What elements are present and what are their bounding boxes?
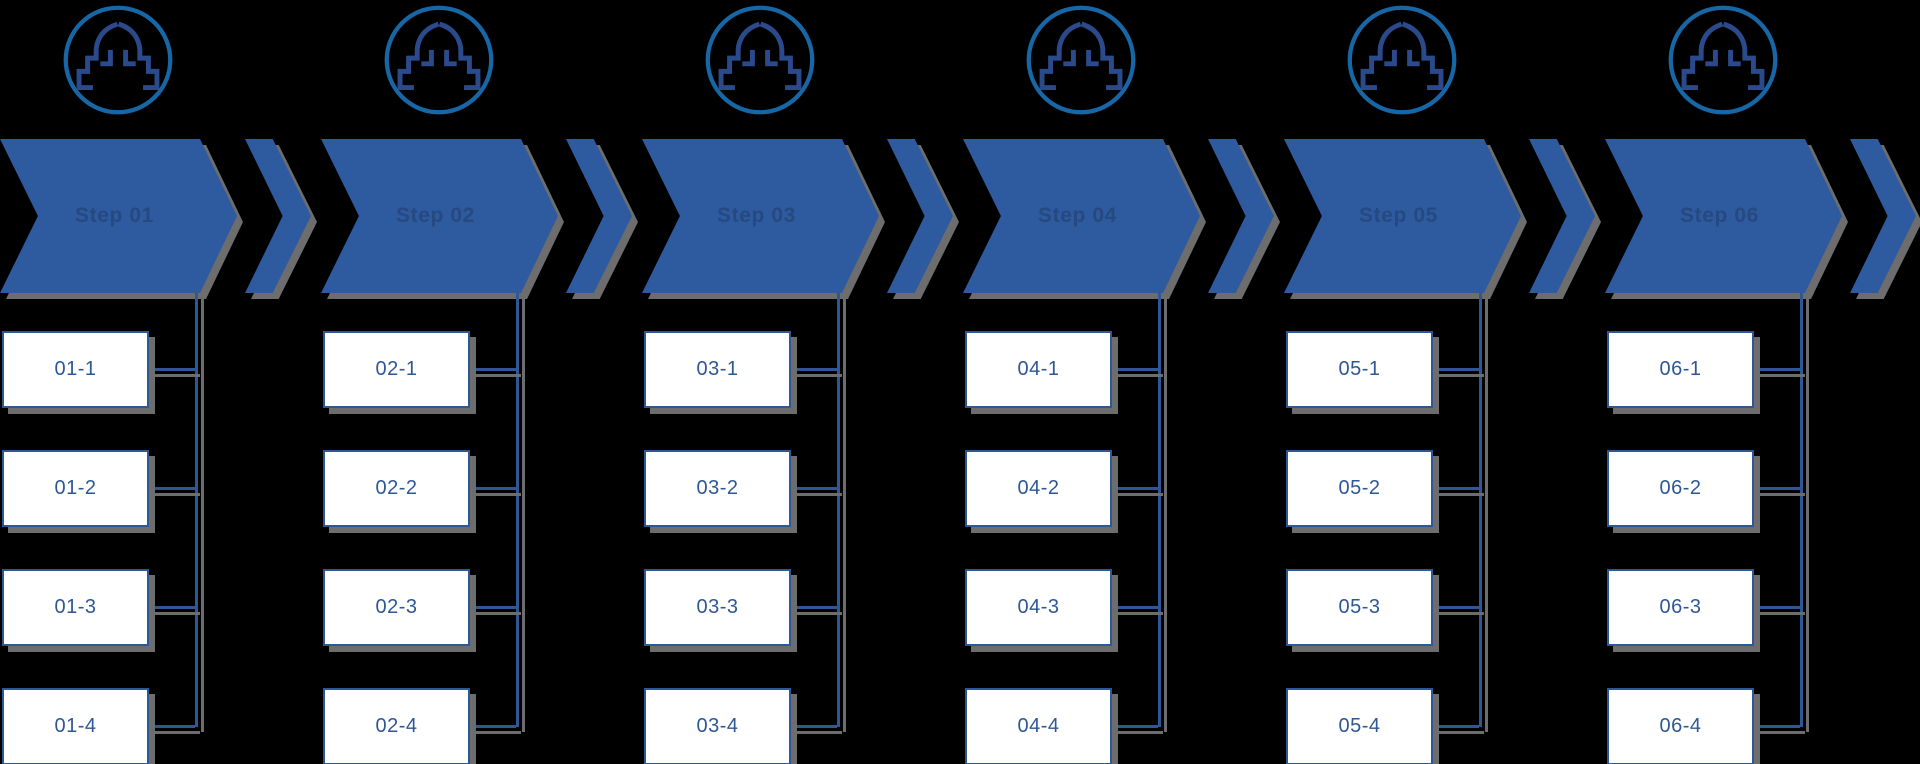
double-chevron-separator: [1850, 139, 1916, 293]
process-step-group: Step 01 01-1 01-2 01-3 01-4: [0, 0, 321, 764]
sub-step-box: 02-3: [323, 569, 470, 646]
connector-horizontal-line: [149, 725, 195, 728]
step-chevron: Step 04: [963, 139, 1200, 293]
connector-horizontal-line: [1433, 487, 1479, 490]
connector-horizontal-line: [1754, 725, 1800, 728]
connector-horizontal-line: [1754, 368, 1800, 371]
sub-step-box: 06-4: [1607, 688, 1754, 764]
connector-horizontal-line: [149, 606, 195, 609]
split-stairs-icon: [63, 5, 173, 115]
connector-vertical-line: [1158, 293, 1161, 727]
connector-horizontal-line: [470, 368, 516, 371]
process-step-group: Step 05 05-1 05-2 05-3 05-4: [1284, 0, 1605, 764]
step-icon-badge: [1345, 3, 1459, 117]
connector-horizontal-line: [470, 606, 516, 609]
sub-step-box: 04-2: [965, 450, 1112, 527]
double-chevron-separator: [887, 139, 953, 293]
sub-step-box: 03-2: [644, 450, 791, 527]
connector-horizontal-line: [791, 368, 837, 371]
double-chevron-separator: [1208, 139, 1274, 293]
process-step-group: Step 02 02-1 02-2 02-3 02-4: [321, 0, 642, 764]
step-label: Step 02: [396, 204, 475, 227]
connector-vertical-line: [195, 293, 198, 727]
step-chevron: Step 05: [1284, 139, 1521, 293]
sub-step-box: 06-2: [1607, 450, 1754, 527]
sub-step-box: 01-2: [2, 450, 149, 527]
sub-step-box: 01-4: [2, 688, 149, 764]
step-label: Step 01: [75, 204, 154, 227]
step-icon-badge: [703, 3, 817, 117]
step-label: Step 06: [1680, 204, 1759, 227]
sub-step-box: 01-1: [2, 331, 149, 408]
connector-horizontal-line: [1433, 368, 1479, 371]
connector-horizontal-line: [1433, 725, 1479, 728]
connector-vertical-line: [837, 293, 840, 727]
split-stairs-icon: [1347, 5, 1457, 115]
step-icon-badge: [1024, 3, 1138, 117]
connector-horizontal-line: [1754, 606, 1800, 609]
process-step-group: Step 03 03-1 03-2 03-3 03-4: [642, 0, 963, 764]
split-stairs-icon: [1668, 5, 1778, 115]
connector-horizontal-line: [1754, 487, 1800, 490]
connector-horizontal-line: [149, 487, 195, 490]
step-chevron: Step 06: [1605, 139, 1842, 293]
step-icon-badge: [382, 3, 496, 117]
sub-step-box: 06-1: [1607, 331, 1754, 408]
connector-horizontal-line: [470, 487, 516, 490]
connector-horizontal-line: [1112, 487, 1158, 490]
step-label: Step 03: [717, 204, 796, 227]
step-chevron: Step 02: [321, 139, 558, 293]
sub-step-box: 03-4: [644, 688, 791, 764]
step-chevron: Step 01: [0, 139, 237, 293]
connector-vertical-line: [1800, 293, 1803, 727]
sub-step-box: 03-1: [644, 331, 791, 408]
connector-horizontal-line: [470, 725, 516, 728]
process-step-group: Step 06 06-1 06-2 06-3 06-4: [1605, 0, 1920, 764]
connector-horizontal-line: [791, 606, 837, 609]
step-chevron: Step 03: [642, 139, 879, 293]
sub-step-box: 05-1: [1286, 331, 1433, 408]
connector-horizontal-line: [1112, 368, 1158, 371]
sub-step-box: 02-2: [323, 450, 470, 527]
sub-step-box: 01-3: [2, 569, 149, 646]
sub-step-box: 03-3: [644, 569, 791, 646]
double-chevron-separator: [1529, 139, 1595, 293]
connector-horizontal-line: [1112, 606, 1158, 609]
connector-horizontal-line: [791, 487, 837, 490]
split-stairs-icon: [384, 5, 494, 115]
connector-vertical-line: [516, 293, 519, 727]
split-stairs-icon: [1026, 5, 1136, 115]
sub-step-box: 05-2: [1286, 450, 1433, 527]
sub-step-box: 02-4: [323, 688, 470, 764]
sub-step-box: 04-3: [965, 569, 1112, 646]
process-step-group: Step 04 04-1 04-2 04-3 04-4: [963, 0, 1284, 764]
double-chevron-separator: [566, 139, 632, 293]
double-chevron-separator: [245, 139, 311, 293]
step-label: Step 05: [1359, 204, 1438, 227]
split-stairs-icon: [705, 5, 815, 115]
sub-step-box: 04-1: [965, 331, 1112, 408]
step-label: Step 04: [1038, 204, 1117, 227]
step-icon-badge: [1666, 3, 1780, 117]
step-icon-badge: [61, 3, 175, 117]
sub-step-box: 05-4: [1286, 688, 1433, 764]
sub-step-box: 04-4: [965, 688, 1112, 764]
sub-step-box: 06-3: [1607, 569, 1754, 646]
sub-step-box: 02-1: [323, 331, 470, 408]
connector-vertical-line: [1479, 293, 1482, 727]
connector-horizontal-line: [1112, 725, 1158, 728]
connector-horizontal-line: [1433, 606, 1479, 609]
connector-horizontal-line: [149, 368, 195, 371]
connector-horizontal-line: [791, 725, 837, 728]
sub-step-box: 05-3: [1286, 569, 1433, 646]
